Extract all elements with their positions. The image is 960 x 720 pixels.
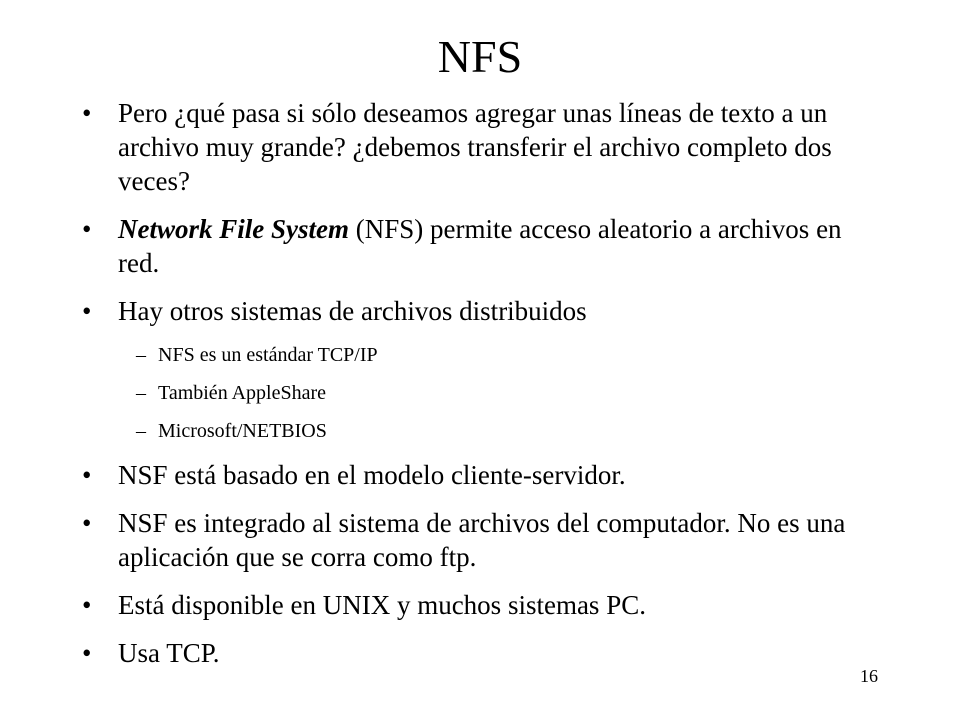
bullet-text: NSF está basado en el modelo cliente-ser… [118,460,626,490]
bullet-text: Usa TCP. [118,638,220,668]
bullet-text: Hay otros sistemas de archivos distribui… [118,296,587,326]
sub-bullet-text: Microsoft/NETBIOS [158,420,327,442]
slide-title: NFS [437,31,523,82]
dash-glyph: – [136,344,146,366]
bullet-item: • Hay otros sistemas de archivos distrib… [80,294,860,328]
bullet-item: • Pero ¿qué pasa si sólo deseamos agrega… [80,96,860,198]
sub-bullet-text: También AppleShare [158,382,326,404]
bullet-text: Está disponible en UNIX y muchos sistema… [118,590,646,620]
bullet-text: NSF es integrado al sistema de archivos … [118,508,846,572]
sub-bullet-item: – También AppleShare [80,380,860,406]
bullet-item: • Network File System (NFS) permite acce… [80,212,860,280]
bullet-glyph: • [82,98,92,128]
bullet-emphasis: Network File System [118,214,349,244]
bullet-glyph: • [82,296,92,326]
bullet-item: • NSF es integrado al sistema de archivo… [80,506,860,574]
sub-bullet-item: – NFS es un estándar TCP/IP [80,342,860,368]
bullet-glyph: • [82,460,92,490]
dash-glyph: – [136,420,146,442]
sub-bullet-item: – Microsoft/NETBIOS [80,418,860,444]
bullet-glyph: • [82,214,92,244]
page-number: 16 [860,666,878,686]
dash-glyph: – [136,382,146,404]
bullet-item: • NSF está basado en el modelo cliente-s… [80,458,860,492]
slide-content: • Pero ¿qué pasa si sólo deseamos agrega… [80,96,860,684]
bullet-item: • Está disponible en UNIX y muchos siste… [80,588,860,622]
bullet-text: Pero ¿qué pasa si sólo deseamos agregar … [118,98,832,196]
bullet-glyph: • [82,590,92,620]
bullet-glyph: • [82,638,92,668]
sub-bullet-text: NFS es un estándar TCP/IP [158,344,378,366]
bullet-glyph: • [82,508,92,538]
bullet-text: (NFS) permite acceso aleatorio a archivo… [118,214,842,278]
bullet-item: • Usa TCP. [80,636,860,670]
